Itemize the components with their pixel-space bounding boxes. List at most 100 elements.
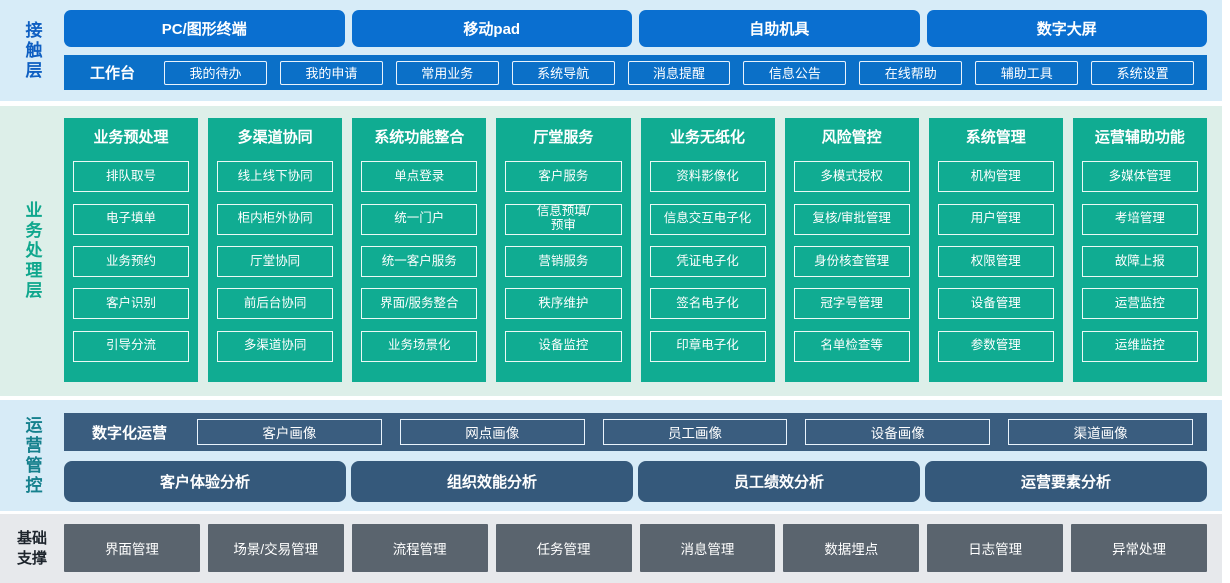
workbench-bar: 工作台 我的待办我的申请常用业务系统导航消息提醒信息公告在线帮助辅助工具系统设置 [64,55,1207,90]
foundation-layer-content: 界面管理场景/交易管理流程管理任务管理消息管理数据埋点日志管理异常处理 [64,514,1222,583]
operations-layer-label-zone: 运营管控 [0,400,64,511]
profile-item: 渠道画像 [1008,419,1193,445]
business-column: 业务预处理 排队取号电子填单业务预约客户识别引导分流 [64,118,199,382]
business-item: 权限管理 [937,245,1054,277]
business-column-items: 资料影像化信息交互电子化凭证电子化签名电子化印章电子化 [649,150,766,373]
profile-item: 设备画像 [805,419,991,445]
business-item: 签名电子化 [649,288,766,320]
foundation-item: 日志管理 [927,524,1064,572]
business-item: 客户服务 [505,161,622,193]
workbench-item: 系统导航 [511,60,615,85]
business-column: 风险管控 多模式授权复核/审批管理身份核查管理冠字号管理名单检查等 [784,118,919,382]
business-item: 故障上报 [1081,245,1198,277]
business-item: 业务预约 [73,245,190,277]
workbench-item: 消息提醒 [627,60,731,85]
business-item: 凭证电子化 [649,245,766,277]
business-column: 系统功能整合 单点登录统一门户统一客户服务界面/服务整合业务场景化 [352,118,487,382]
business-column-items: 排队取号电子填单业务预约客户识别引导分流 [73,150,190,373]
workbench-item: 常用业务 [395,60,499,85]
business-item: 身份核查管理 [793,245,910,277]
business-item: 信息预填/ 预审 [505,203,622,235]
business-item: 机构管理 [937,161,1054,193]
business-column-items: 多模式授权复核/审批管理身份核查管理冠字号管理名单检查等 [793,150,910,373]
business-column-items: 多媒体管理考培管理故障上报运营监控运维监控 [1081,150,1198,373]
business-item: 运维监控 [1081,330,1198,362]
business-item: 单点登录 [361,161,478,193]
business-column: 系统管理 机构管理用户管理权限管理设备管理参数管理 [928,118,1063,382]
contact-layer-label-zone: 接触层 [0,0,64,101]
business-column-title: 厅堂服务 [533,129,594,146]
business-item: 排队取号 [73,161,190,193]
foundation-layer-band: 基础 支撑 界面管理场景/交易管理流程管理任务管理消息管理数据埋点日志管理异常处… [0,514,1222,583]
business-column-title: 业务无纸化 [670,129,746,146]
workbench-item: 辅助工具 [975,60,1079,85]
foundation-layer-label: 基础 支撑 [16,530,47,567]
business-item: 多媒体管理 [1081,161,1198,193]
digital-operations-label: 数字化运营 [92,424,168,442]
business-column-items: 客户服务信息预填/ 预审营销服务秩序维护设备监控 [505,150,622,373]
business-item: 运营监控 [1081,288,1198,320]
business-item: 用户管理 [937,203,1054,235]
business-layer-label-zone: 业务处理层 [0,106,64,396]
foundation-item: 界面管理 [64,524,200,572]
workbench-item: 我的申请 [279,60,383,85]
business-item: 秩序维护 [505,288,622,320]
business-column-items: 机构管理用户管理权限管理设备管理参数管理 [937,150,1054,373]
foundation-row: 界面管理场景/交易管理流程管理任务管理消息管理数据埋点日志管理异常处理 [64,524,1207,572]
business-item: 冠字号管理 [793,288,910,320]
band-divider [0,101,1230,106]
business-item: 客户识别 [73,288,190,320]
business-column: 业务无纸化 资料影像化信息交互电子化凭证电子化签名电子化印章电子化 [640,118,775,382]
business-item: 参数管理 [937,330,1054,362]
band-divider [0,511,1230,514]
workbench-item: 我的待办 [164,60,267,85]
business-column-title: 系统管理 [965,129,1026,146]
business-layer-band: 业务处理层 业务预处理 排队取号电子填单业务预约客户识别引导分流 多渠道协同 线… [0,106,1222,396]
profile-item: 客户画像 [197,419,382,445]
business-item: 设备监控 [505,330,622,362]
operations-layer-label: 运营管控 [22,415,42,496]
business-item: 业务场景化 [361,330,478,362]
analysis-block: 运营要素分析 [925,461,1207,502]
business-item: 电子填单 [73,203,190,235]
business-item: 信息交互电子化 [649,203,766,235]
workbench-item: 系统设置 [1091,60,1195,85]
business-column-title: 系统功能整合 [374,129,465,146]
business-column: 运营辅助功能 多媒体管理考培管理故障上报运营监控运维监控 [1072,118,1207,382]
profile-item: 员工画像 [602,419,788,445]
analysis-block: 客户体验分析 [64,461,346,502]
business-item: 界面/服务整合 [361,288,478,320]
business-item: 前后台协同 [217,288,334,320]
foundation-item: 消息管理 [639,524,776,572]
business-item: 引导分流 [73,330,190,362]
terminal-block: 数字大屏 [926,10,1207,47]
business-item: 线上线下协同 [217,161,334,193]
contact-layer-label: 接触层 [22,20,42,81]
band-divider [0,396,1230,400]
foundation-layer-label-zone: 基础 支撑 [0,514,64,583]
workbench-item: 信息公告 [743,60,847,85]
operations-layer-band: 运营管控 数字化运营 客户画像网点画像员工画像设备画像渠道画像 客户体验分析组织… [0,400,1222,511]
workbench-label: 工作台 [90,65,136,82]
business-item: 统一客户服务 [361,245,478,277]
terminal-block: 自助机具 [639,10,920,47]
business-column-title: 业务预处理 [93,129,169,146]
business-columns: 业务预处理 排队取号电子填单业务预约客户识别引导分流 多渠道协同 线上线下协同柜… [64,118,1207,382]
analysis-block: 组织效能分析 [351,461,633,502]
foundation-item: 流程管理 [351,524,488,572]
terminal-block: 移动pad [351,10,632,47]
business-item: 柜内柜外协同 [217,203,334,235]
operations-layer-content: 数字化运营 客户画像网点画像员工画像设备画像渠道画像 客户体验分析组织效能分析员… [64,400,1222,511]
business-item: 复核/审批管理 [793,203,910,235]
business-item: 考培管理 [1081,203,1198,235]
foundation-item: 异常处理 [1071,524,1207,572]
profile-item: 网点画像 [399,419,585,445]
workbench-item: 在线帮助 [859,60,963,85]
business-column-title: 多渠道协同 [237,129,313,146]
business-column-items: 单点登录统一门户统一客户服务界面/服务整合业务场景化 [361,150,478,373]
business-column: 多渠道协同 线上线下协同柜内柜外协同厅堂协同前后台协同多渠道协同 [208,118,343,382]
business-item: 名单检查等 [793,330,910,362]
